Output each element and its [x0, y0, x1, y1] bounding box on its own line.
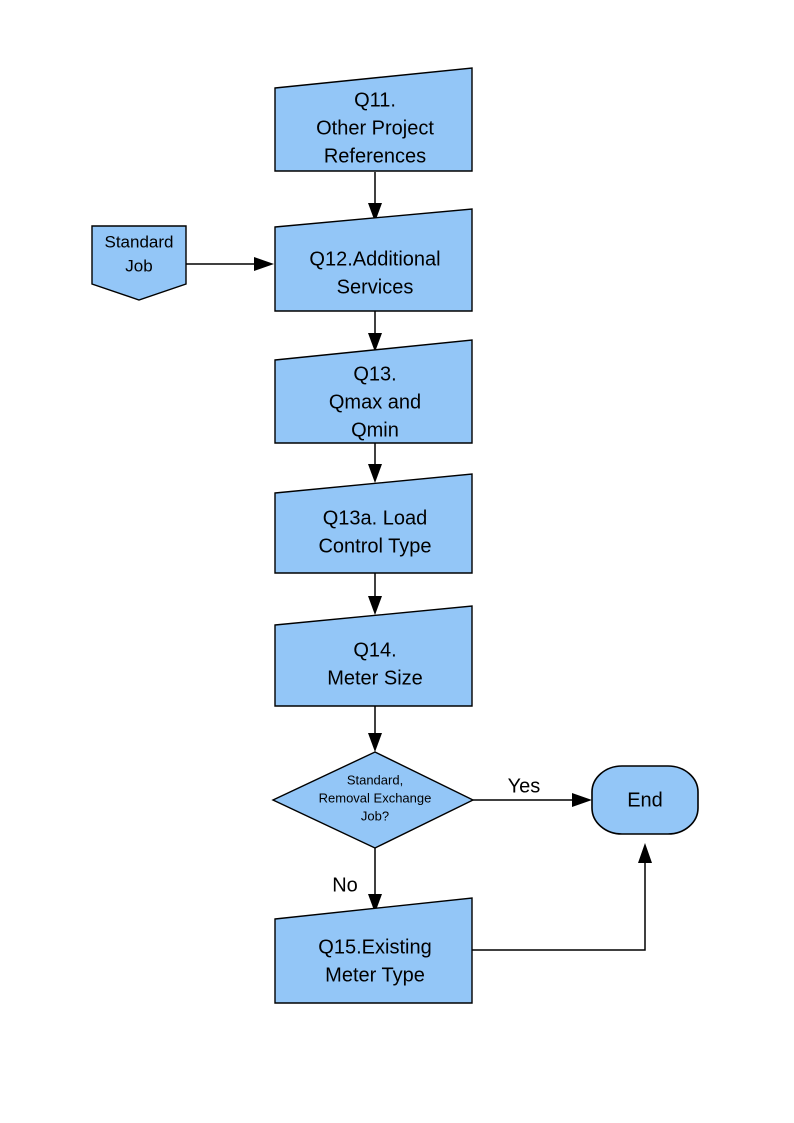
node-q13-shape[interactable]	[274, 339, 473, 444]
node-decision-line-1: Standard,	[347, 772, 403, 787]
node-end-label: End	[627, 789, 663, 811]
node-q13-line-2: Qmax and	[329, 391, 421, 413]
node-standard-job-line-1: Standard	[105, 232, 174, 251]
node-q14-shape[interactable]	[274, 605, 473, 707]
arrow-head-icon	[638, 843, 652, 863]
connector-q12-to-q13	[368, 311, 382, 352]
node-q13a[interactable]: Q13a. Load Control Type	[274, 473, 473, 574]
node-q13[interactable]: Q13. Qmax and Qmin	[274, 339, 473, 444]
connector-q14-to-decision	[368, 706, 382, 752]
node-q11-shape[interactable]	[274, 67, 473, 172]
node-standard-job-shape[interactable]	[91, 225, 187, 301]
node-end-shape[interactable]	[591, 765, 699, 835]
connector-standardjob-to-q12	[186, 257, 274, 271]
node-q13-line-3: Qmin	[351, 419, 399, 441]
arrow-head-icon	[368, 894, 382, 913]
node-q11[interactable]: Q11. Other Project References	[274, 67, 473, 172]
edge-label-yes: Yes	[508, 775, 541, 797]
node-decision-shape[interactable]	[271, 751, 475, 849]
node-end[interactable]: End	[591, 765, 699, 835]
node-decision[interactable]: Standard, Removal Exchange Job?	[271, 751, 475, 849]
arrow-head-icon	[572, 793, 592, 807]
node-q13-line-1: Q13.	[353, 363, 396, 385]
arrow-head-icon	[368, 464, 382, 483]
node-q12[interactable]: Q12.Additional Services	[274, 208, 473, 312]
arrow-head-icon	[368, 596, 382, 615]
node-q14[interactable]: Q14. Meter Size	[274, 605, 473, 707]
node-q13a-line-2: Control Type	[318, 535, 431, 557]
arrow-head-icon	[254, 257, 274, 271]
connector-q13a-to-q14	[368, 573, 382, 615]
connector-q15-to-end	[472, 843, 652, 951]
connector-decision-no-to-q15	[368, 848, 382, 913]
node-q15[interactable]: Q15.Existing Meter Type	[274, 897, 473, 1004]
node-q12-line-2: Services	[337, 276, 414, 298]
node-q14-line-1: Q14.	[353, 639, 396, 661]
node-q11-line-1: Q11.	[354, 89, 396, 111]
arrow-head-icon	[368, 333, 382, 352]
connector-q13-to-q13a	[368, 443, 382, 483]
node-q15-line-1: Q15.Existing	[318, 936, 431, 958]
connector-decision-yes-to-end	[473, 793, 592, 807]
node-q12-line-1: Q12.Additional	[309, 248, 440, 270]
node-q15-shape[interactable]	[274, 897, 473, 1004]
arrow-head-icon	[368, 203, 382, 222]
node-q11-line-3: References	[324, 145, 426, 167]
node-decision-line-3: Job?	[361, 808, 389, 823]
node-standard-job-line-2: Job	[125, 256, 152, 275]
node-standard-job[interactable]: Standard Job	[91, 225, 187, 301]
node-q12-shape[interactable]	[274, 208, 473, 312]
edge-label-no: No	[332, 874, 358, 896]
node-q14-line-2: Meter Size	[327, 667, 423, 689]
node-q15-line-2: Meter Type	[325, 964, 425, 986]
node-q11-line-2: Other Project	[316, 117, 434, 139]
node-q13a-line-1: Q13a. Load	[323, 507, 428, 529]
connector-q11-to-q12	[368, 172, 382, 222]
node-q13a-shape[interactable]	[274, 473, 473, 574]
arrow-head-icon	[368, 733, 382, 752]
node-decision-line-2: Removal Exchange	[319, 790, 432, 805]
